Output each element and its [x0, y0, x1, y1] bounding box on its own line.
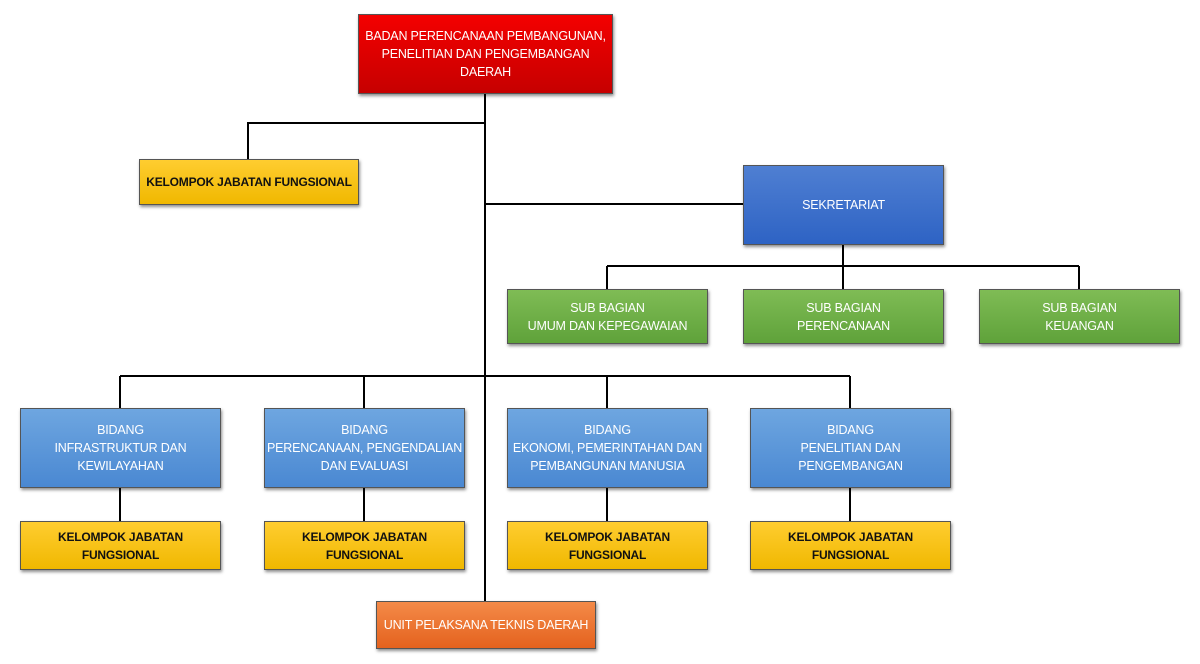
bidang-perencanaan-box: BIDANG PERENCANAAN, PENGENDALIAN DAN EVA…: [264, 408, 465, 488]
sekretariat-box: SEKRETARIAT: [743, 165, 944, 245]
uptd-box: UNIT PELAKSANA TEKNIS DAERAH: [376, 601, 596, 649]
kelompok-top-box: KELOMPOK JABATAN FUNGSIONAL: [139, 159, 359, 205]
sub-bagian-perencanaan-box: SUB BAGIAN PERENCANAAN: [743, 289, 944, 344]
kelompok-penelitian-box: KELOMPOK JABATAN FUNGSIONAL: [750, 521, 951, 570]
kelompok-infrastruktur-box: KELOMPOK JABATAN FUNGSIONAL: [20, 521, 221, 570]
kelompok-ekonomi-box: KELOMPOK JABATAN FUNGSIONAL: [507, 521, 708, 570]
bidang-penelitian-box: BIDANG PENELITIAN DAN PENGEMBANGAN: [750, 408, 951, 488]
bidang-ekonomi-box: BIDANG EKONOMI, PEMERINTAHAN DAN PEMBANG…: [507, 408, 708, 488]
sub-bagian-umum-box: SUB BAGIAN UMUM DAN KEPEGAWAIAN: [507, 289, 708, 344]
connector-kelompok-top: [247, 122, 485, 159]
head-box: BADAN PERENCANAAN PEMBANGUNAN, PENELITIA…: [358, 14, 613, 94]
kelompok-perencanaan-box: KELOMPOK JABATAN FUNGSIONAL: [264, 521, 465, 570]
bidang-infrastruktur-box: BIDANG INFRASTRUKTUR DAN KEWILAYAHAN: [20, 408, 221, 488]
sub-bagian-keuangan-box: SUB BAGIAN KEUANGAN: [979, 289, 1180, 344]
